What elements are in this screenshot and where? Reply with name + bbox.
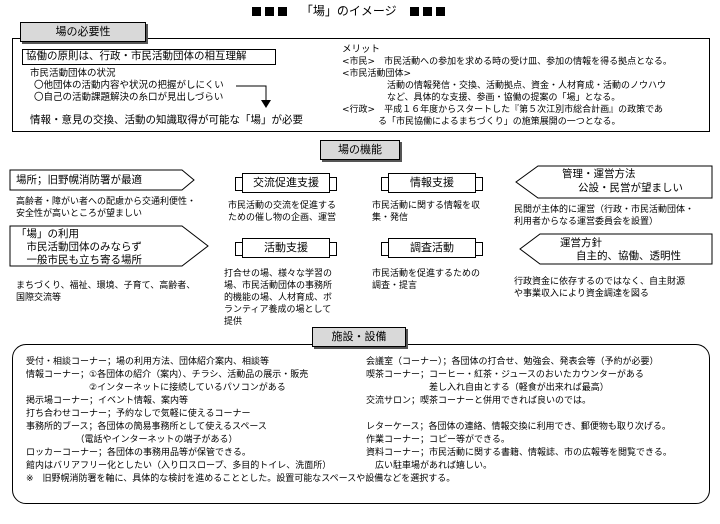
node-desc: ための催し物の企画、運営: [228, 213, 337, 223]
node-desc: 提供: [224, 317, 243, 327]
facility-item: 喫茶コーナー；コーヒー・紅茶・ジュースのおいたカウンターがある: [366, 370, 644, 380]
status-item: 〇自己の活動課題解決の糸口が見出しづらい: [34, 92, 224, 103]
node-activity-support: 活動支援: [235, 238, 337, 258]
facility-item: 打ち合わせコーナー；予約なしで気軽に使えるコーナー: [26, 409, 251, 419]
facility-item: 受付・相談コーナー；場の利用方法、団体紹介案内、相談等: [26, 357, 270, 367]
section-label-function: 場の機能: [320, 140, 400, 160]
facility-item: 情報コーナー；①各団体の紹介（案内）、チラシ、活動品の展示・販売: [26, 370, 309, 380]
policy-text: 自主的、協働、透明性: [576, 250, 681, 262]
title-text: 「場」のイメージ: [300, 4, 397, 18]
use-note: 国際交流等: [16, 293, 62, 303]
policy-note: 行政資金に依存するのではなく、自主財源: [514, 277, 686, 287]
facility-footnote: ※ 旧野幌消防署を軸に、具体的な検討を進めることとした。設置可能なスペースや設備…: [26, 474, 456, 484]
principle-box: [22, 49, 276, 65]
place-note: 高齢者・障がい者への配慮から交通利便性・: [16, 197, 197, 207]
principle-text: 協働の原則は、行政・市民活動団体の相互理解: [26, 50, 247, 62]
node-desc: 市民活動の交流を促進する: [228, 201, 337, 211]
policy-note: や事業収入により資金調達を図る: [514, 289, 649, 299]
node-exchange-support: 交流促進支援: [235, 173, 337, 193]
node-desc: 的機能の場、人材育成、ボ: [224, 293, 333, 303]
square-bullet-icon: [265, 7, 274, 16]
use-text: 「場」の利用: [16, 228, 79, 240]
section-label-facilities: 施設・設備: [312, 327, 406, 347]
square-bullet-icon: [410, 7, 420, 16]
node-desc: 市民活動を促進するための: [372, 269, 481, 279]
merit-line: 活動の情報発信・交換、活動拠点、資金・人材育成・活動のノウハウ: [342, 81, 667, 91]
facility-item: ロッカーコーナー；各団体の事務用品等が保管できる。: [26, 448, 251, 458]
facility-item: ②インターネットに接続しているパソコンがある: [26, 383, 286, 393]
square-bullet-icon: [252, 7, 261, 16]
node-info-support: 情報支援: [381, 173, 483, 193]
facility-item: 交流サロン；喫茶コーナーと併用できれば良いのでは。: [366, 396, 592, 406]
square-bullet-icon: [278, 7, 287, 16]
facility-item: 作業コーナー；コピー等ができる。: [366, 435, 510, 445]
facility-item: 資料コーナー；市民活動に関する書籍、情報誌、市の広報等を閲覧できる。: [366, 448, 672, 458]
facilities-panel: [12, 344, 710, 504]
merit-line: る「市民協働によるまちづくり」の施策展開の一つとなる。: [342, 117, 621, 127]
mgmt-note: 利用者からなる運営委員会を設置）: [514, 217, 659, 227]
node-desc: 場、市民活動団体の事務所: [224, 281, 333, 291]
use-text: 一般市民も立ち寄る場所: [16, 254, 142, 266]
merit-line: <市民> 市民活動への参加を求める時の受け皿、参加の情報を得る拠点となる。: [342, 57, 672, 67]
facility-item: 掲示場コーナー；イベント情報、案内等: [26, 396, 189, 406]
status-item: 〇他団体の活動内容や状況の把握がしにくい: [34, 80, 224, 91]
facility-item: 会議室（コーナー）；各団体の打合せ、勉強会、発表会等（予約が必要）: [366, 357, 659, 367]
merit-heading: メリット: [342, 44, 381, 55]
use-note: まちづくり、福祉、環境、子育て、高齢者、: [16, 281, 196, 291]
node-desc: 集・発信: [372, 213, 409, 223]
node-desc: ランティア養成の場として: [224, 305, 332, 315]
node-desc: 打合せの場、様々な学習の: [224, 269, 333, 279]
need-text: 情報・意見の交換、活動の知識取得が可能な「場」が必要: [30, 114, 303, 126]
mgmt-text: 管理・運営方法: [562, 168, 636, 180]
square-bullet-icon: [436, 7, 446, 16]
facility-item: 館内はバリアフリー化としたい（入り口スロープ、多目的トイレ、洗面所）: [26, 461, 332, 471]
mgmt-text: 公設・民営が望ましい: [578, 182, 683, 194]
node-desc: 市民活動に関する情報を収: [372, 201, 481, 211]
merit-line: <行政> 平成１６年度からスタートした『第５次江別市総合計画』の政策であ: [342, 105, 663, 115]
use-text: 市民活動団体のみならず: [16, 241, 142, 253]
place-note: 安全性が高いところが望ましい: [16, 209, 143, 219]
policy-text: 運営方針: [560, 237, 602, 249]
facility-item: （電話やインターネットの端子がある）: [26, 435, 238, 445]
facility-item: 事務所的ブース；各団体の簡易事務所として使えるスペース: [26, 422, 267, 432]
facility-item: レターケース；各団体の連絡、情報交換に利用でき、郵便物も取り次げる。: [366, 422, 671, 432]
place-text: 場所；旧野幌消防署が最適: [16, 174, 142, 186]
merit-line: など、具体的な支援、参画・協働の提案の「場」となる。: [342, 93, 621, 103]
section-label-necessity: 場の必要性: [20, 22, 146, 42]
facility-item: 差し入れ自由とする（軽食が出来れば最高）: [366, 383, 609, 393]
node-desc: 調査・提言: [372, 281, 418, 291]
node-research: 調査活動: [381, 238, 483, 258]
mgmt-note: 民間が主体的に運営（行政・市民活動団体・: [514, 205, 695, 215]
status-heading: 市民活動団体の状況: [30, 68, 116, 79]
page-title: 「場」のイメージ: [250, 3, 447, 19]
square-bullet-icon: [423, 7, 433, 16]
facility-item: 広い駐車場があれば嬉しい。: [366, 461, 493, 471]
merit-line: <市民活動団体>: [342, 69, 412, 79]
